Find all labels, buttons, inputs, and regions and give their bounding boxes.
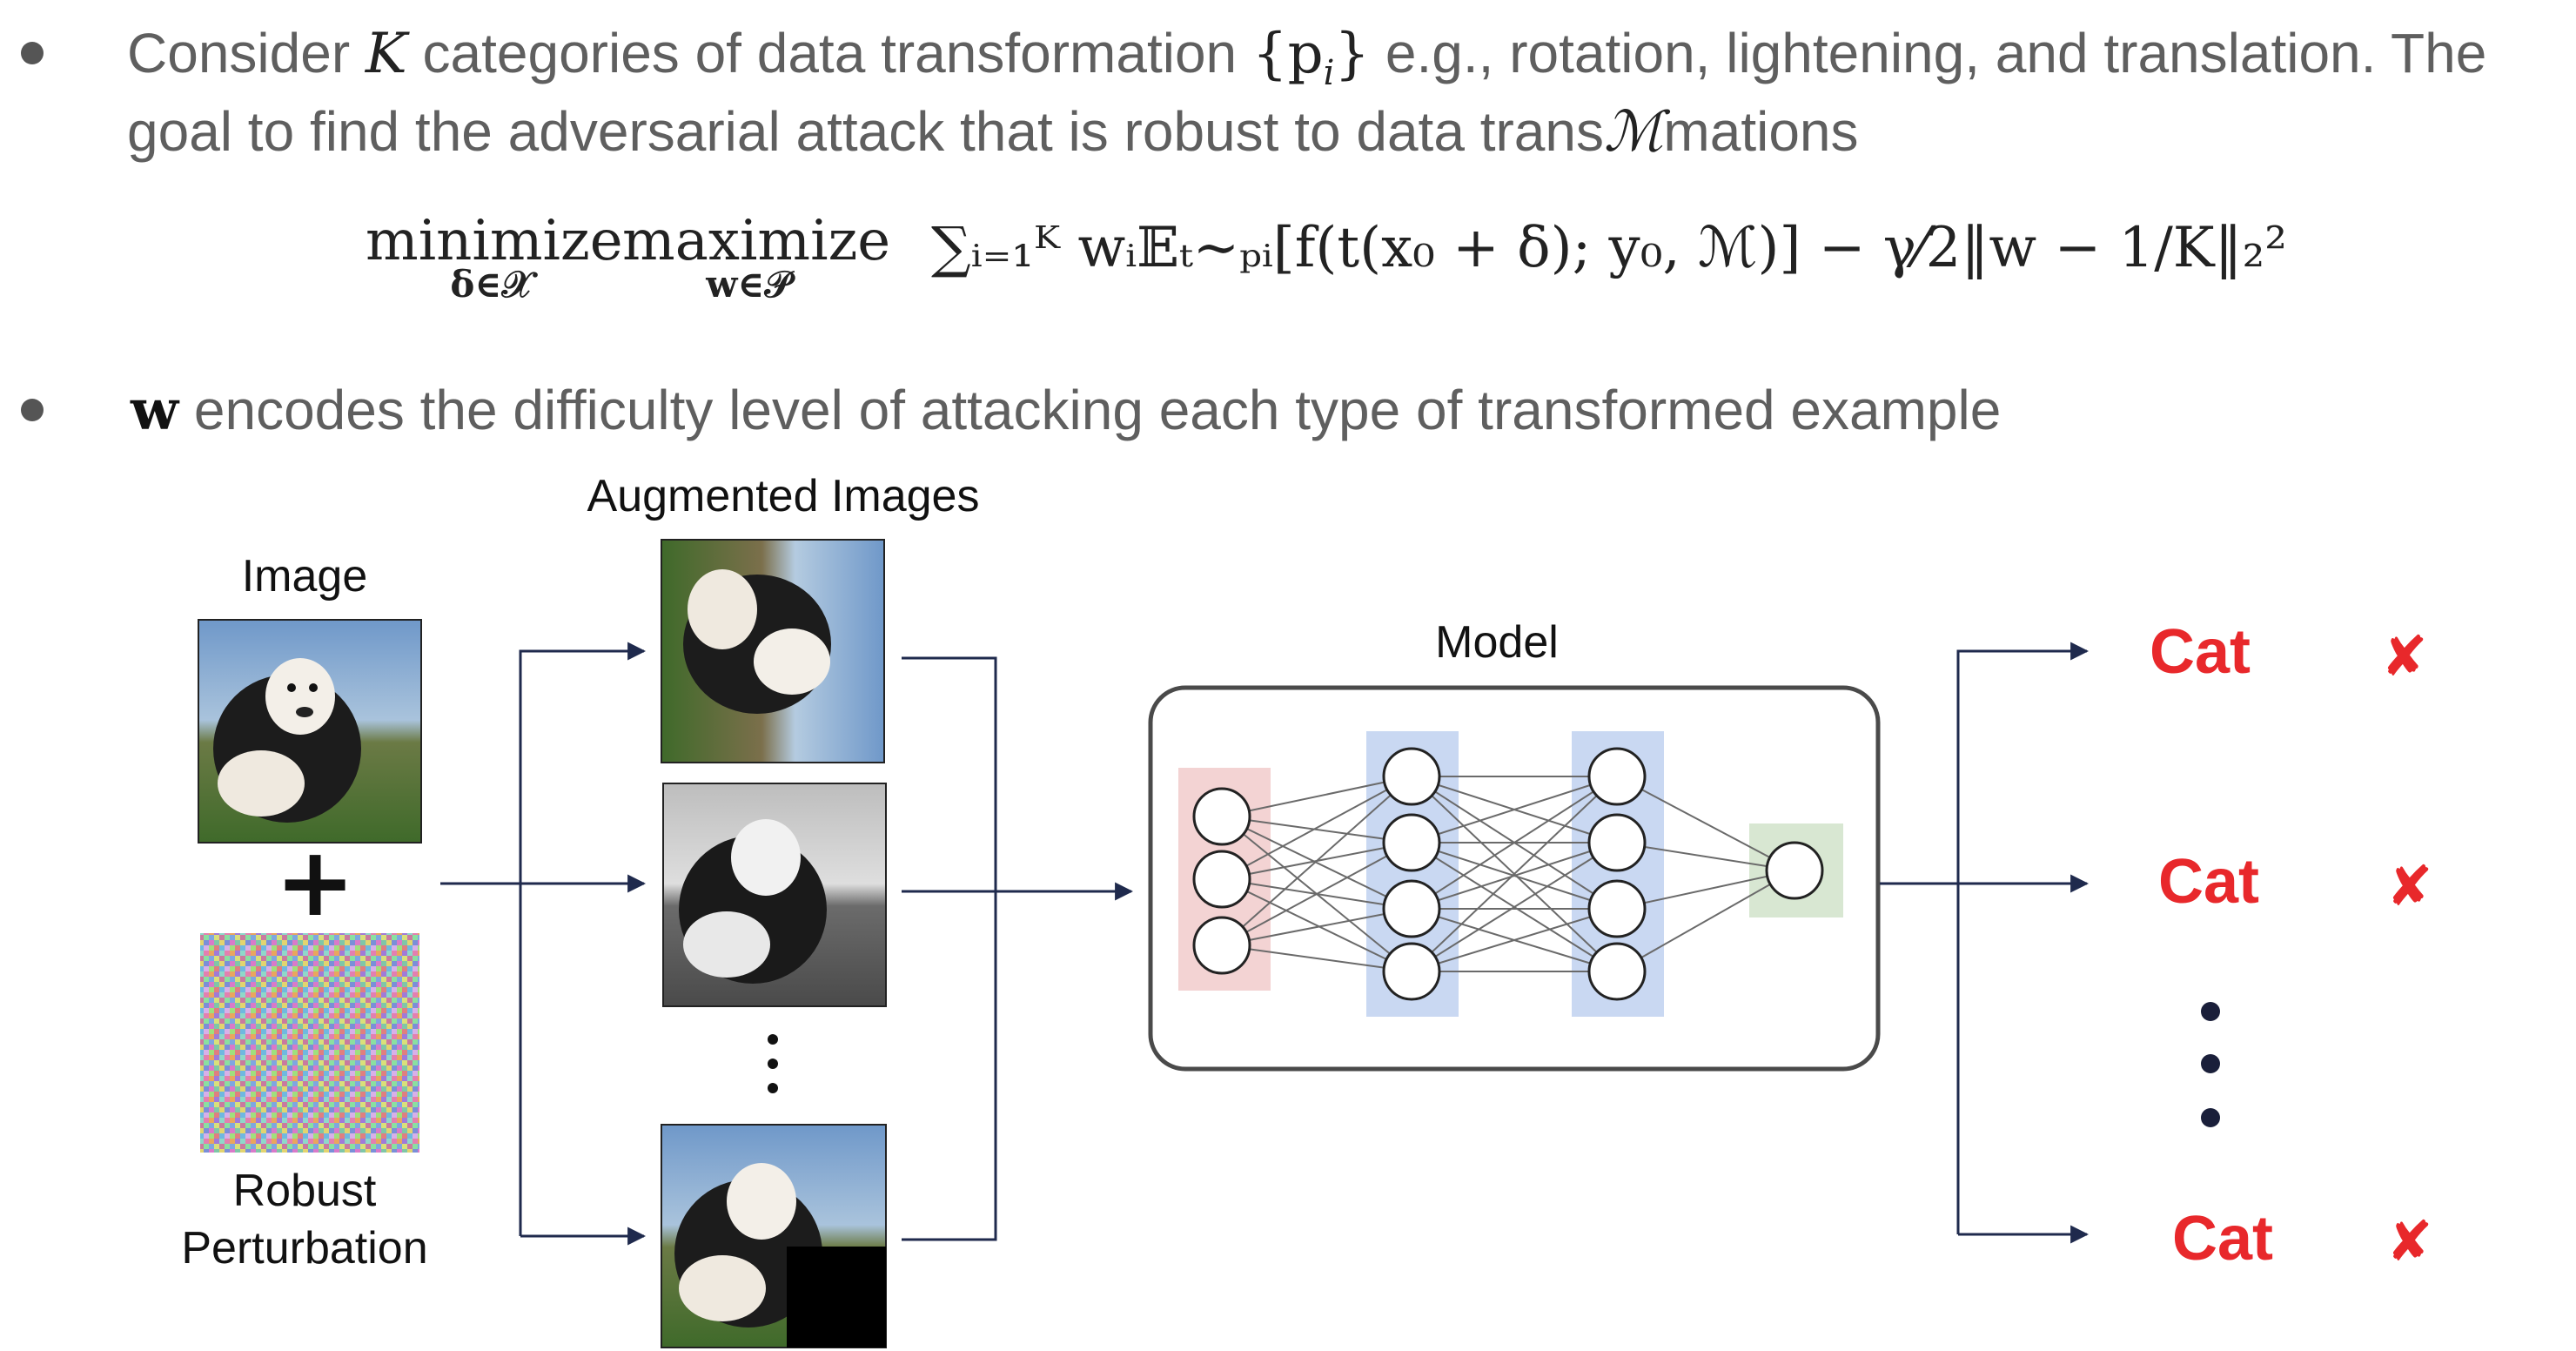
ellipsis-dot — [2201, 1054, 2220, 1073]
ellipsis-dot — [768, 1059, 778, 1069]
output-connector — [1880, 642, 2090, 1244]
math-set: {pi} — [1251, 22, 1371, 93]
bullet-1-line-2: goal to find the adversarial attack that… — [127, 99, 1859, 165]
text-categories: categories of data transformation — [406, 22, 1252, 84]
network-edges — [1221, 776, 1795, 972]
prediction-2: Cat — [2158, 847, 2260, 917]
ellipsis-dot — [2201, 1108, 2220, 1127]
augmented-grayscale-image — [662, 783, 887, 1007]
max-operator: maximize w∈𝒫 — [622, 209, 891, 306]
augmented-rotated-image — [661, 539, 885, 763]
augmented-images-label: Augmented Images — [587, 471, 980, 521]
augmented-connector — [902, 656, 1134, 1241]
robust-label: Robust — [232, 1166, 377, 1216]
text-mations: mations — [1663, 100, 1859, 163]
formula: minimize δ∈𝒳 maximize w∈𝒫 ∑ᵢ₌₁ᴷ wᵢ𝔼ₜ∼ₚᵢ[… — [366, 209, 2367, 322]
model-label: Model — [1435, 617, 1559, 668]
perturbation-label: Perturbation — [181, 1223, 428, 1274]
text-consider: Consider — [127, 22, 366, 84]
bullet-1-dot — [21, 42, 44, 64]
ellipsis-dot — [2201, 1002, 2220, 1021]
math-M: ℳ — [1603, 100, 1664, 165]
augmented-occluded-image — [661, 1124, 887, 1348]
network-nodes — [1192, 747, 1824, 1001]
cross-icon: ✘ — [2381, 625, 2428, 689]
formula-body: ∑ᵢ₌₁ᴷ wᵢ𝔼ₜ∼ₚᵢ[f(t(x₀ + δ); y₀, ℳ)] − γ⁄2… — [931, 216, 2287, 280]
ellipsis-dot — [768, 1034, 778, 1045]
bullet-2-line: w encodes the difficulty level of attack… — [131, 378, 2001, 443]
math-w: w — [131, 378, 179, 443]
perturbation-image — [200, 933, 419, 1153]
dog-image — [198, 619, 422, 844]
cross-icon: ✘ — [2386, 855, 2433, 919]
model-box — [1148, 685, 1881, 1072]
ellipsis-dot — [768, 1083, 778, 1093]
bullet-2-dot — [21, 399, 44, 421]
prediction-3: Cat — [2172, 1204, 2274, 1274]
prediction-1: Cat — [2150, 617, 2251, 687]
text-goal: goal to find the adversarial attack that… — [127, 100, 1604, 163]
plus-sign: + — [275, 826, 356, 938]
text-examples: e.g., rotation, lightening, and translat… — [1370, 22, 2487, 84]
cross-icon: ✘ — [2386, 1210, 2433, 1274]
text-encodes: encodes the difficulty level of attackin… — [178, 379, 2002, 441]
min-operator: minimize δ∈𝒳 — [366, 209, 623, 306]
bullet-1-line-1: Consider K categories of data transforma… — [127, 21, 2486, 93]
math-K: K — [365, 22, 407, 86]
input-connector — [440, 642, 647, 1246]
image-label: Image — [241, 551, 368, 602]
